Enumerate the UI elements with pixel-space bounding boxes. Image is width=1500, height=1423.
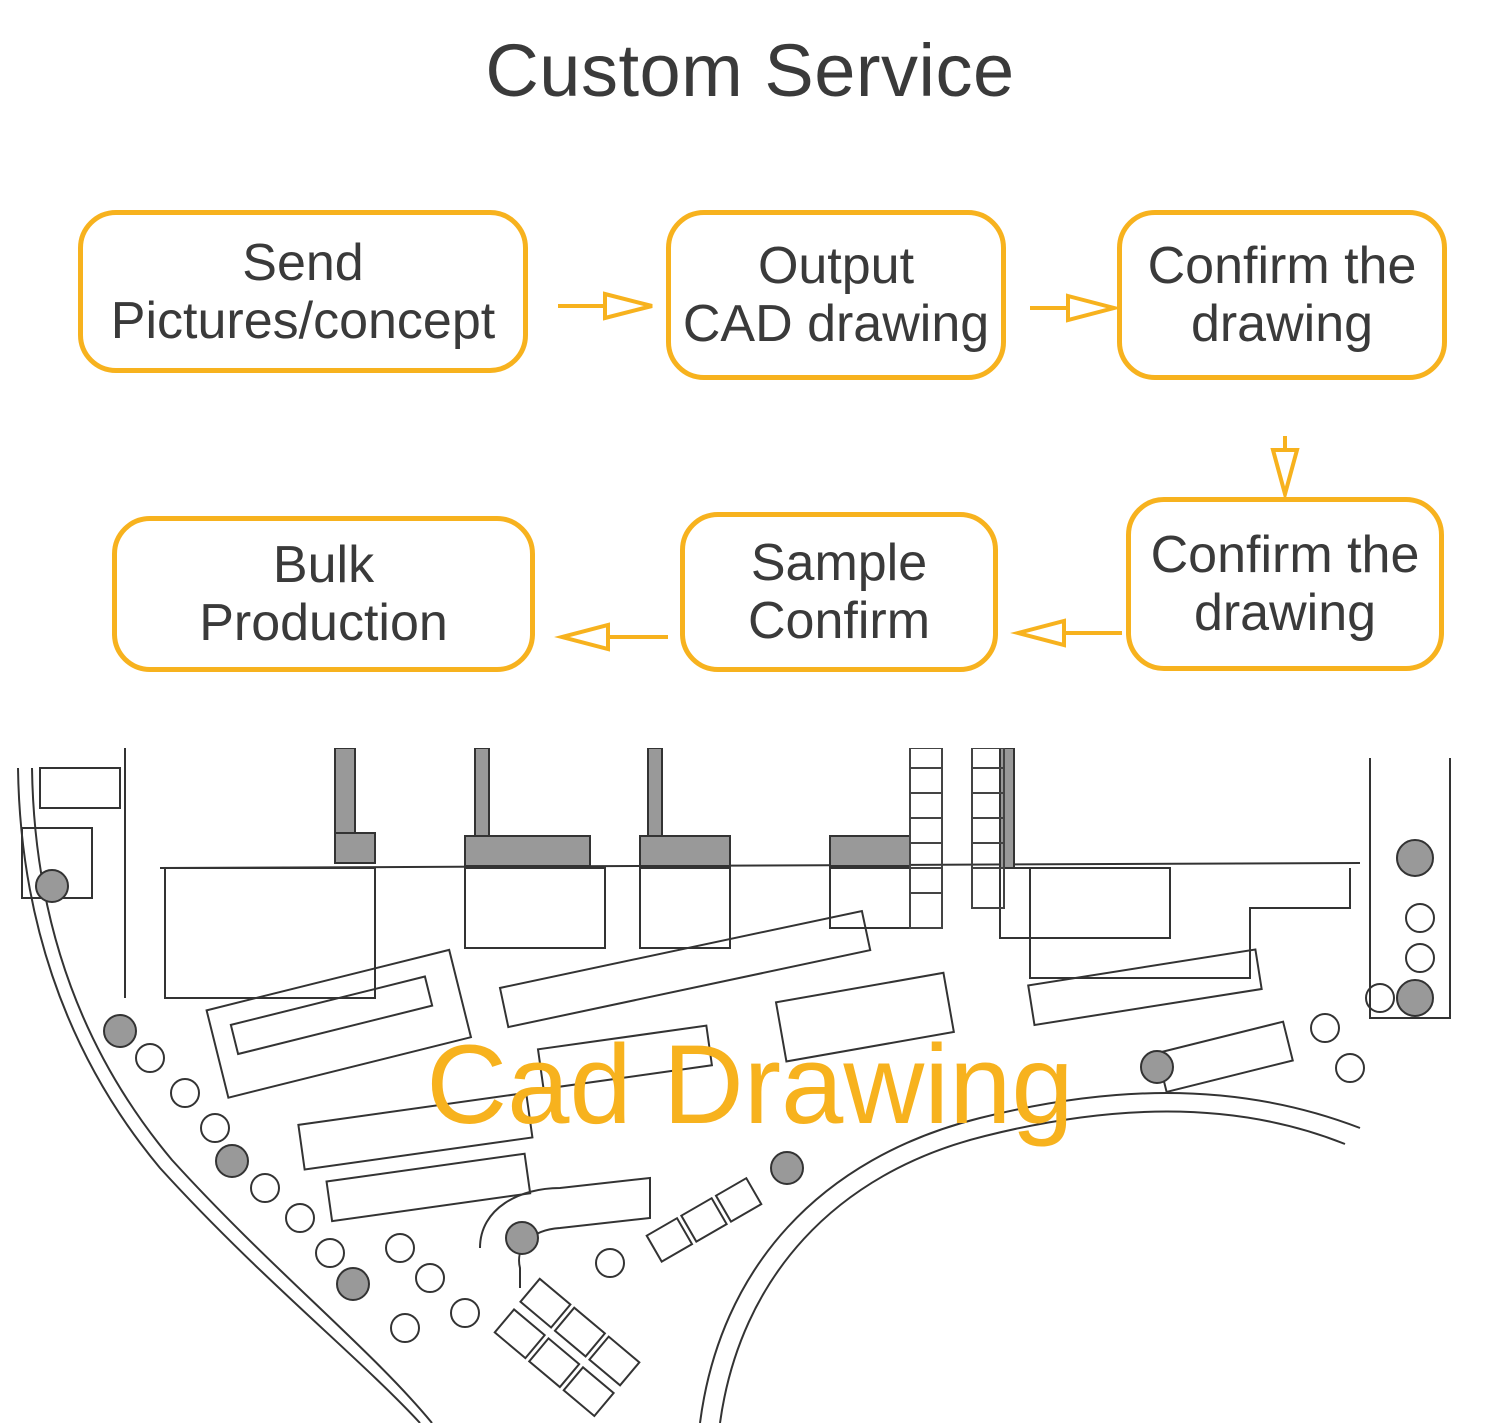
- arrow-right-1: [558, 291, 653, 321]
- cad-floor-plan: [17, 748, 1451, 1423]
- arrow-left-2: [554, 622, 668, 652]
- step-output-cad: Output CAD drawing: [666, 210, 1006, 380]
- arrow-down: [1270, 436, 1300, 502]
- page-title: Custom Service: [485, 29, 1015, 112]
- arrow-right-2: [1030, 293, 1122, 323]
- step-confirm-drawing-1: Confirm the drawing: [1117, 210, 1447, 380]
- step-line: drawing: [1190, 295, 1374, 353]
- cad-drawing-label: Cad Drawing: [426, 1022, 1074, 1147]
- step-line: Output: [757, 237, 915, 295]
- step-line: Sample: [750, 534, 928, 592]
- step-line: Pictures/concept: [110, 291, 496, 350]
- step-line: Production: [199, 594, 448, 652]
- step-line: CAD drawing: [682, 295, 990, 353]
- step-line: Confirm the: [1150, 526, 1420, 584]
- step-bulk-production: Bulk Production: [112, 516, 535, 672]
- step-line: Confirm the: [1147, 237, 1417, 295]
- step-send-pictures: Send Pictures/concept: [78, 210, 528, 373]
- arrow-left-1: [1010, 618, 1122, 648]
- step-line: Confirm: [747, 592, 931, 650]
- step-line: Bulk: [272, 536, 375, 594]
- step-sample-confirm: Sample Confirm: [680, 512, 998, 672]
- step-line: drawing: [1193, 584, 1377, 642]
- step-line: Send: [242, 233, 364, 292]
- step-confirm-drawing-2: Confirm the drawing: [1126, 497, 1444, 671]
